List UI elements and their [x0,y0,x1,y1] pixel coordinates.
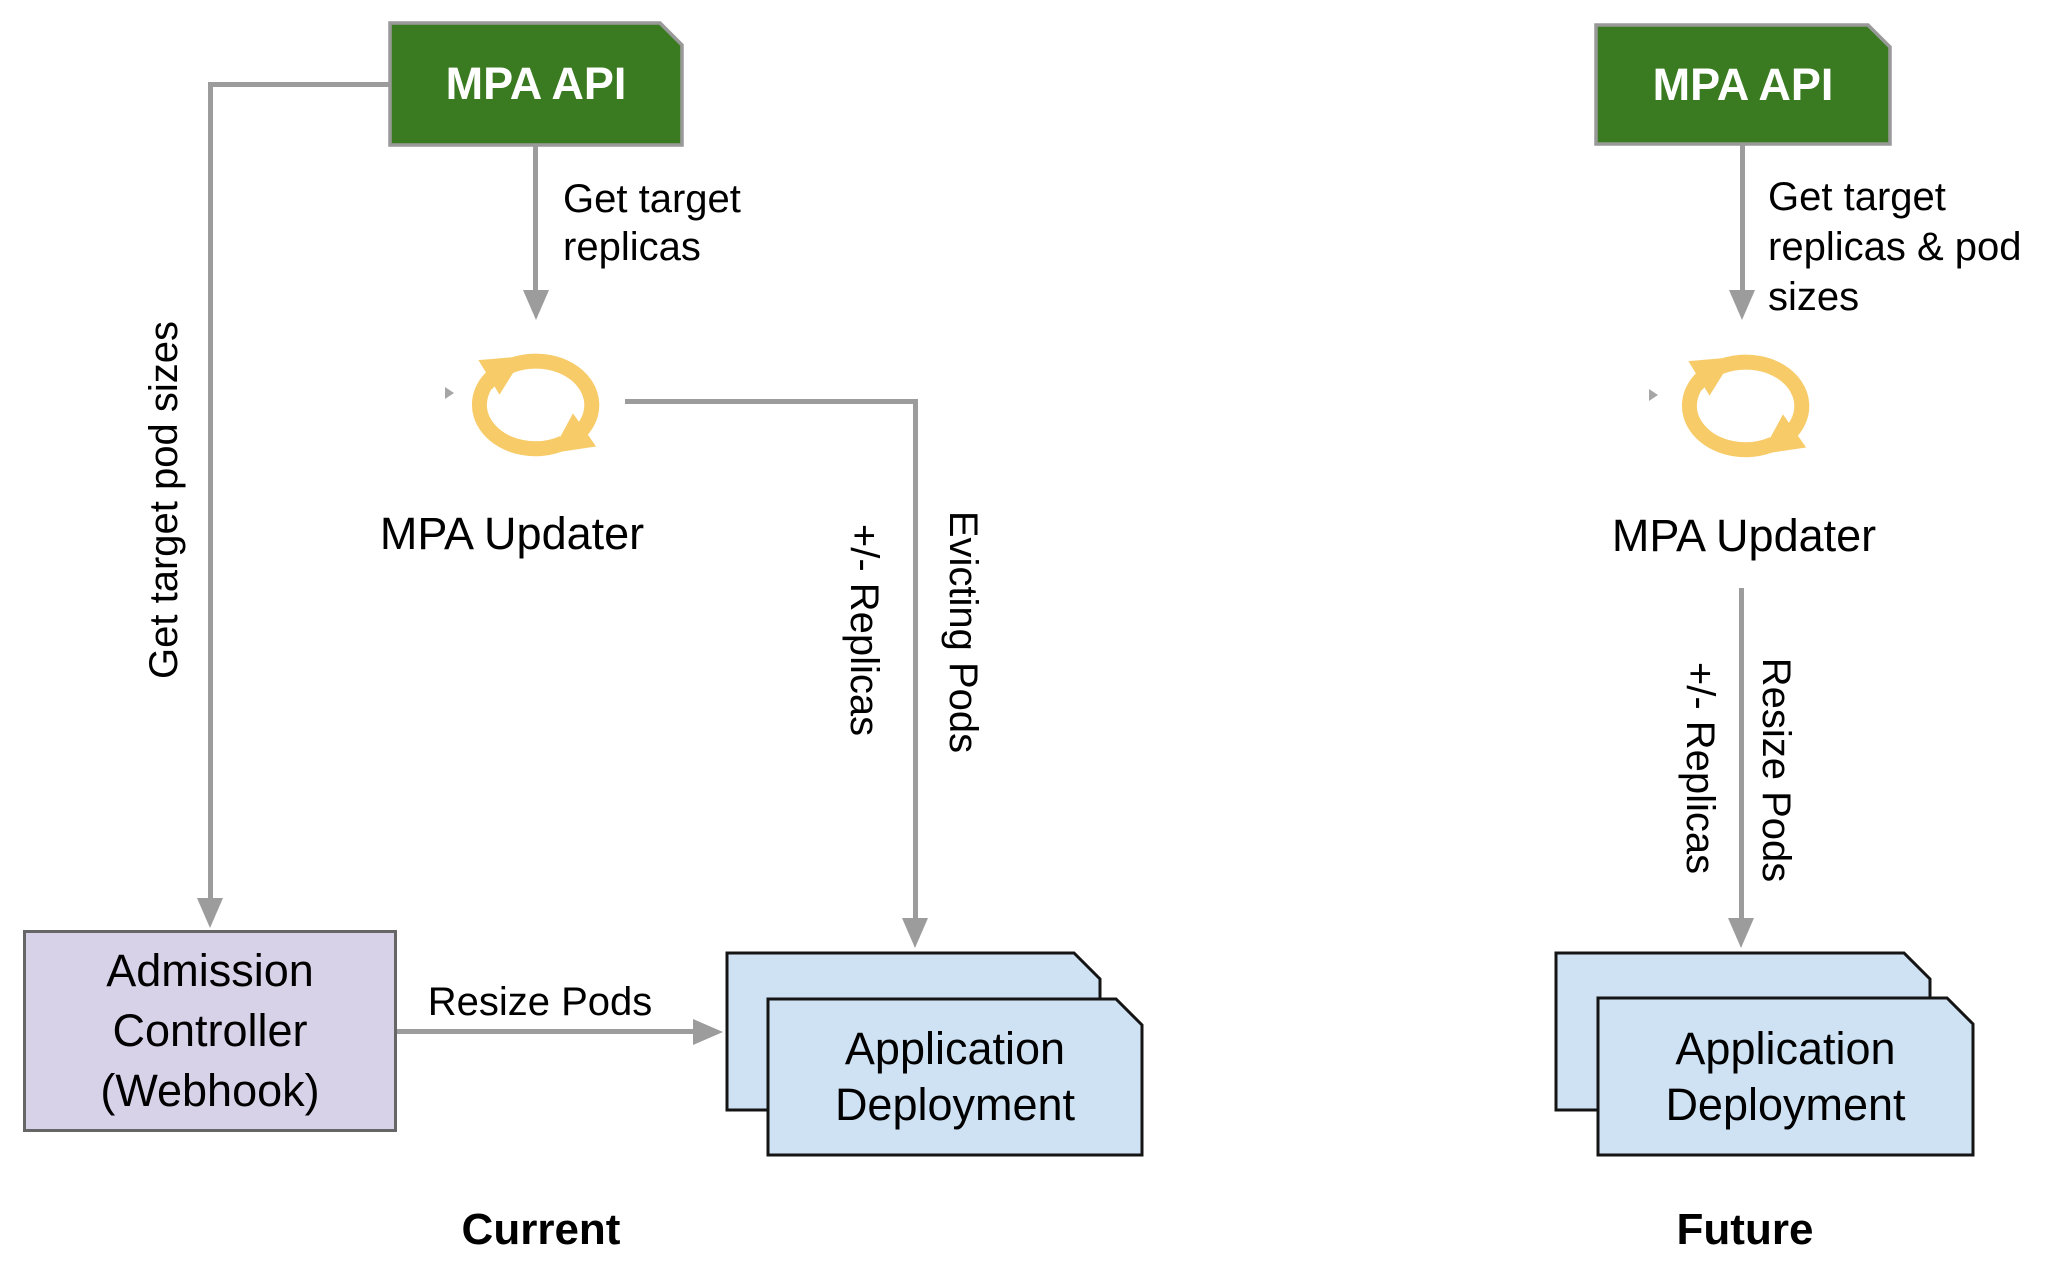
current-edge-get-target-replicas: Get target replicas [563,177,741,269]
future-edge-plus-minus-replicas: +/- Replicas [1678,661,1722,875]
future-mpa-api-label: MPA API [1652,58,1834,110]
current-arrowhead-into-deployment [902,918,928,948]
current-edge-resize-pods: Resize Pods [427,980,653,1024]
current-connector-resize-pods [397,1029,694,1034]
current-cursor-glyph-icon [445,387,454,399]
current-arrowhead-into-admission [197,898,223,928]
future-arrowhead-into-updater [1729,290,1755,320]
current-connector-api-to-admission-horizontal [208,82,390,87]
current-mpa-api-label: MPA API [445,58,627,109]
current-mpa-api-node: MPA API [388,21,684,147]
current-arrowhead-into-updater [523,290,549,320]
current-connector-api-to-updater [533,145,538,292]
future-arrowhead-into-deployment [1728,918,1754,948]
current-refresh-cycle-icon [471,353,600,457]
folded-rect-shape [388,21,684,147]
current-edge-get-target-pod-sizes: Get target pod sizes [142,321,186,679]
folded-rect-shape [1596,996,1975,1157]
current-arrowhead-resize-pods [693,1019,723,1045]
current-edge-plus-minus-replicas: +/- Replicas [842,523,886,737]
current-application-deployment-label: Application Deployment [834,1023,1076,1130]
future-mpa-updater-label: MPA Updater [1611,510,1877,561]
future-application-deployment-label: Application Deployment [1665,1022,1906,1130]
future-edge-get-target-replicas-pod-sizes: Get target replicas & pod sizes [1768,175,2022,319]
current-admission-controller-node: Admission Controller (Webhook) [23,930,397,1132]
future-mpa-api-node: MPA API [1594,23,1892,146]
future-caption: Future [1676,1205,1814,1254]
current-connector-api-to-admission-vertical [208,82,213,898]
current-caption: Current [461,1205,621,1254]
current-application-deployment-front: Application Deployment [766,997,1144,1157]
current-mpa-updater-label: MPA Updater [379,508,645,559]
future-edge-resize-pods: Resize Pods [1754,657,1798,883]
current-connector-updater-vertical [913,399,918,919]
future-connector-api-to-updater [1740,144,1745,292]
folded-rect-shape [1594,23,1892,146]
future-connector-updater-to-deployment [1739,588,1744,920]
current-connector-updater-horizontal [625,399,918,404]
folded-rect-shape [766,997,1144,1157]
future-cursor-glyph-icon [1649,389,1658,401]
current-edge-evicting-pods: Evicting Pods [941,510,985,754]
future-refresh-cycle-icon [1681,354,1810,458]
future-application-deployment-front: Application Deployment [1596,996,1975,1157]
